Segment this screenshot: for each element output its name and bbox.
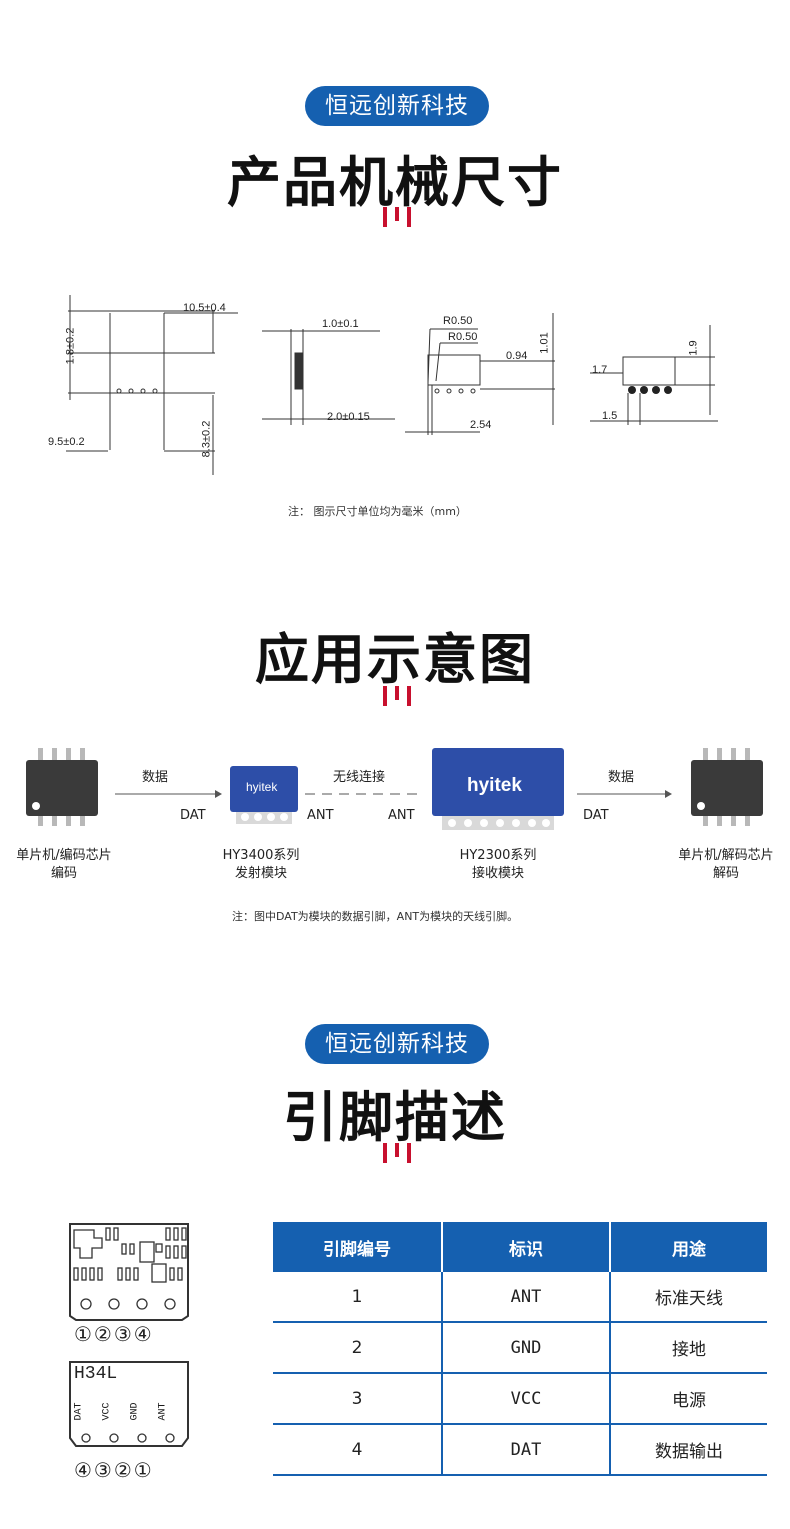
pin-id: GND [442, 1322, 611, 1374]
caption: HY2300系列 [459, 848, 537, 863]
mcu-decoder-chip [691, 748, 763, 826]
table-header-row: 引脚编号 标识 用途 [273, 1222, 767, 1272]
pin-number: 4 [273, 1424, 443, 1476]
arrow-label: 数据 [608, 770, 635, 785]
pin-id: VCC [442, 1373, 611, 1425]
mechanical-drawing [66, 295, 718, 475]
dim-label: 1.0±0.1 [322, 318, 359, 330]
pin-use: 数据输出 [610, 1424, 767, 1476]
dim-label: 1.9 [687, 340, 700, 356]
dim-label: R0.50 [448, 331, 478, 343]
chip-pin-label: DAT [73, 1402, 85, 1421]
mcu-encoder-chip [26, 748, 98, 826]
dim-label: R0.50 [443, 315, 473, 327]
pin-number: 3 [273, 1373, 443, 1425]
pin-label: DAT [180, 808, 206, 823]
dim-label: 2.0±0.15 [327, 411, 370, 423]
dimensions-note: 注： 图示尺寸单位均为毫米（mm） [288, 505, 467, 518]
pin-number: 2 [273, 1322, 443, 1374]
section-title-dimensions: 产品机械尺寸 [227, 151, 563, 214]
pin-id: DAT [442, 1424, 611, 1476]
table-row: 3 VCC 电源 [273, 1373, 767, 1425]
dim-label: 2.54 [470, 419, 492, 431]
pcb-bottom-view [69, 1361, 189, 1447]
dim-label: 1.01 [538, 332, 551, 354]
chip-pin-label: GND [129, 1402, 141, 1421]
title-accent-bars [383, 1143, 411, 1163]
pin-label: DAT [583, 808, 609, 823]
dim-label: 1.8±0.2 [64, 327, 77, 365]
pin-label: ANT [307, 808, 334, 823]
pin-number: 1 [273, 1272, 443, 1323]
application-diagram [26, 748, 763, 830]
brand-badge: 恒远创新科技 [305, 1024, 489, 1064]
pin-numbers-bottom: ④③②① [74, 1458, 154, 1482]
pin-table: 引脚编号 标识 用途 1 ANT 标准天线 2 GND 接地 3 VCC 电源 … [273, 1222, 767, 1476]
brand-badge: 恒远创新科技 [305, 86, 489, 126]
dim-label: 1.7 [592, 364, 608, 376]
caption: 发射模块 [234, 866, 287, 881]
header-identifier: 标识 [442, 1222, 611, 1272]
dim-label: 0.94 [506, 350, 528, 362]
dim-label: 8.3±0.2 [200, 420, 213, 458]
caption: 单片机/解码芯片 [678, 848, 774, 863]
dim-label: 9.5±0.2 [48, 436, 85, 448]
pin-label: ANT [388, 808, 415, 823]
table-row: 2 GND 接地 [273, 1322, 767, 1374]
header-purpose: 用途 [610, 1222, 767, 1272]
table-row: 1 ANT 标准天线 [273, 1272, 767, 1323]
pin-id: ANT [442, 1272, 611, 1323]
application-note: 注：图中DAT为模块的数据引脚，ANT为模块的天线引脚。 [232, 910, 519, 923]
caption: HY3400系列 [222, 848, 300, 863]
chip-pin-label: ANT [157, 1402, 169, 1421]
caption: 编码 [50, 866, 77, 881]
chip-pin-label: VCC [101, 1402, 113, 1421]
hy2300-module [432, 748, 564, 830]
arrow-label: 数据 [142, 770, 169, 785]
title-accent-bars [383, 207, 411, 227]
pin-numbers-top: ①②③④ [74, 1322, 154, 1346]
caption: 接收模块 [471, 866, 524, 881]
section-title-pins: 引脚描述 [283, 1086, 507, 1149]
arrow-label: 无线连接 [333, 770, 386, 785]
pin-use: 电源 [610, 1373, 767, 1425]
pin-use: 接地 [610, 1322, 767, 1374]
table-row: 4 DAT 数据输出 [273, 1424, 767, 1476]
module-brand: hyitek [246, 780, 278, 794]
caption: 解码 [712, 866, 739, 881]
caption: 单片机/编码芯片 [16, 848, 112, 863]
dim-label: 10.5±0.4 [183, 302, 226, 314]
title-accent-bars [383, 686, 411, 706]
pcb-top-view [69, 1223, 189, 1321]
dim-label: 1.5 [602, 410, 618, 422]
header-pin-number: 引脚编号 [273, 1222, 443, 1272]
chip-label: H34L [74, 1364, 118, 1384]
section-title-application: 应用示意图 [255, 628, 535, 691]
hy3400-module [230, 766, 298, 824]
pin-use: 标准天线 [610, 1272, 767, 1323]
module-brand: hyitek [467, 775, 522, 796]
